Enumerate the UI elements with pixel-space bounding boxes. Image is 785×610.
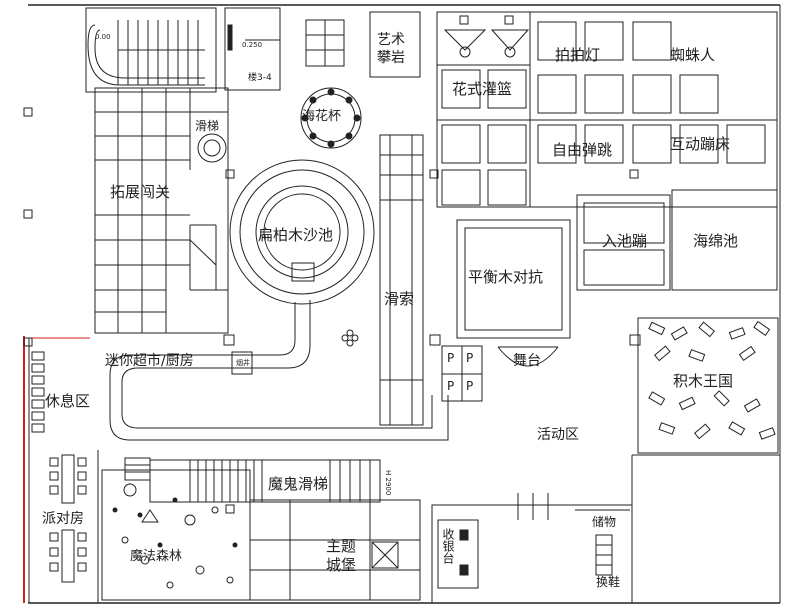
sand-steps xyxy=(291,262,315,282)
stair-curve xyxy=(87,24,205,86)
label-party-room: 派对房 xyxy=(42,511,84,527)
sponge-pool-box xyxy=(671,189,778,291)
track-inner xyxy=(121,300,433,429)
stair-marker xyxy=(227,24,233,51)
clover-decor xyxy=(341,329,359,347)
pool-trampoline-box xyxy=(576,194,671,291)
label-parking-1: P xyxy=(447,351,455,365)
label-stage: 舞台 xyxy=(513,353,541,369)
zipline-box xyxy=(379,134,424,426)
block-kingdom-box xyxy=(637,317,779,454)
small-slide-curve xyxy=(197,133,227,163)
label-free-jump: 自由弹跳 xyxy=(552,141,613,159)
label-theme-castle: 主题 城堡 xyxy=(326,537,357,574)
label-balance-beam: 平衡木对抗 xyxy=(468,268,544,286)
label-shoe-change: 换鞋 xyxy=(596,575,621,589)
label-parking-4: P xyxy=(466,379,474,393)
label-parking-2: P xyxy=(466,351,474,365)
rest-benches xyxy=(31,351,45,433)
haihua-outer xyxy=(300,87,362,149)
label-magic-forest: 魔法森林 xyxy=(130,549,183,564)
stage-arc xyxy=(497,346,559,367)
sand-pool-inner xyxy=(263,193,341,271)
label-stair-tag: 楼3-4 xyxy=(248,73,272,83)
activity-barriers xyxy=(512,493,555,520)
haihua-seats xyxy=(301,88,361,148)
label-rest-area: 休息区 xyxy=(45,392,91,410)
stair-steps xyxy=(117,20,199,85)
devil-slide-box xyxy=(149,459,381,503)
track-outer xyxy=(109,302,449,441)
smoke-well xyxy=(231,351,253,375)
label-expand-challenge: 拓展闯关 xyxy=(110,183,171,201)
label-storage: 储物 xyxy=(592,515,617,529)
expand-block xyxy=(94,87,229,334)
expand-grid xyxy=(95,88,228,333)
forest-dots xyxy=(112,483,238,589)
label-pine-sand-pool: 扁柏木沙池 xyxy=(258,226,334,244)
label-sponge-pool: 海绵池 xyxy=(693,232,739,250)
label-parking-3: P xyxy=(447,379,455,393)
label-stair-small-b: 0.250 xyxy=(242,41,263,49)
castle-cross-box xyxy=(371,541,399,569)
party-tables xyxy=(49,454,87,583)
label-dim-2900: H 2900 xyxy=(384,470,392,496)
basket-hoops xyxy=(443,15,530,58)
theme-castle-box xyxy=(249,499,421,601)
label-mini-market: 迷你超市/厨房 xyxy=(105,353,194,369)
attraction-frame xyxy=(436,11,778,208)
label-haihua-pool: 海花杯 xyxy=(302,109,342,124)
stair-curve-inner xyxy=(94,29,205,79)
devil-slide-stripes xyxy=(189,460,371,502)
stair-side-block xyxy=(224,7,281,91)
label-devil-slide: 魔鬼滑梯 xyxy=(268,475,329,493)
label-small-slide: 滑梯 xyxy=(195,119,220,133)
label-stair-small-a: 0.00 xyxy=(95,33,111,41)
label-zipline: 滑索 xyxy=(384,290,415,308)
label-cashier: 收银台 xyxy=(441,528,455,564)
label-spiderman: 蜘蛛人 xyxy=(670,46,716,64)
block-pieces xyxy=(648,320,776,440)
label-interactive-trampoline: 互动蹦床 xyxy=(670,135,731,153)
label-activity-area: 活动区 xyxy=(537,427,579,443)
small-slide-inner xyxy=(203,139,221,157)
label-pool-trampoline: 入池蹦 xyxy=(602,232,648,250)
attraction-cells xyxy=(441,21,766,206)
columns xyxy=(23,107,641,514)
label-block-kingdom: 积木王国 xyxy=(673,372,734,390)
label-pat-lights: 拍拍灯 xyxy=(555,46,601,64)
sand-ring-inner xyxy=(239,169,365,295)
sand-ring-outer xyxy=(229,159,375,305)
label-fancy-basket: 花式灌篮 xyxy=(452,80,513,98)
cashier-counter xyxy=(437,519,479,589)
label-art-climbing: 艺术 攀岩 xyxy=(377,32,405,66)
stair-block xyxy=(85,7,217,93)
balance-beam-box xyxy=(464,227,563,331)
art-climbing-box xyxy=(369,11,421,78)
sand-pool-outer xyxy=(255,185,349,279)
label-smoke-well: 烟井 xyxy=(236,359,250,367)
